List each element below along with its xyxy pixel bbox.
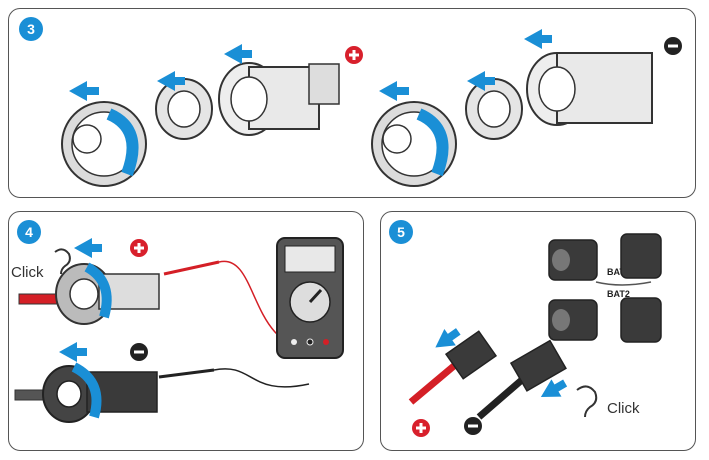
step-3-panel: 3 <box>8 8 696 198</box>
ear-icon <box>576 385 598 418</box>
click-label: Click <box>607 400 640 417</box>
step-3-illustration <box>61 29 682 187</box>
step-5-illustration <box>408 233 662 437</box>
step-3-badge: 3 <box>19 17 43 41</box>
click-label: Click <box>11 264 44 281</box>
step-4-badge: 4 <box>17 220 41 244</box>
step-4-panel: 4 Click <box>8 211 364 451</box>
negative-connector-disassembly <box>371 29 682 187</box>
positive-connector-disassembly <box>61 44 363 187</box>
ear-icon <box>54 248 71 275</box>
bat2-label: BAT2 <box>607 289 630 299</box>
step-4-illustration <box>14 237 344 423</box>
multimeter-icon <box>276 237 344 359</box>
step-5-panel: 5 BAT1 BAT2 Click <box>380 211 696 451</box>
step-5-badge: 5 <box>389 220 413 244</box>
bat1-label: BAT1 <box>607 267 630 277</box>
